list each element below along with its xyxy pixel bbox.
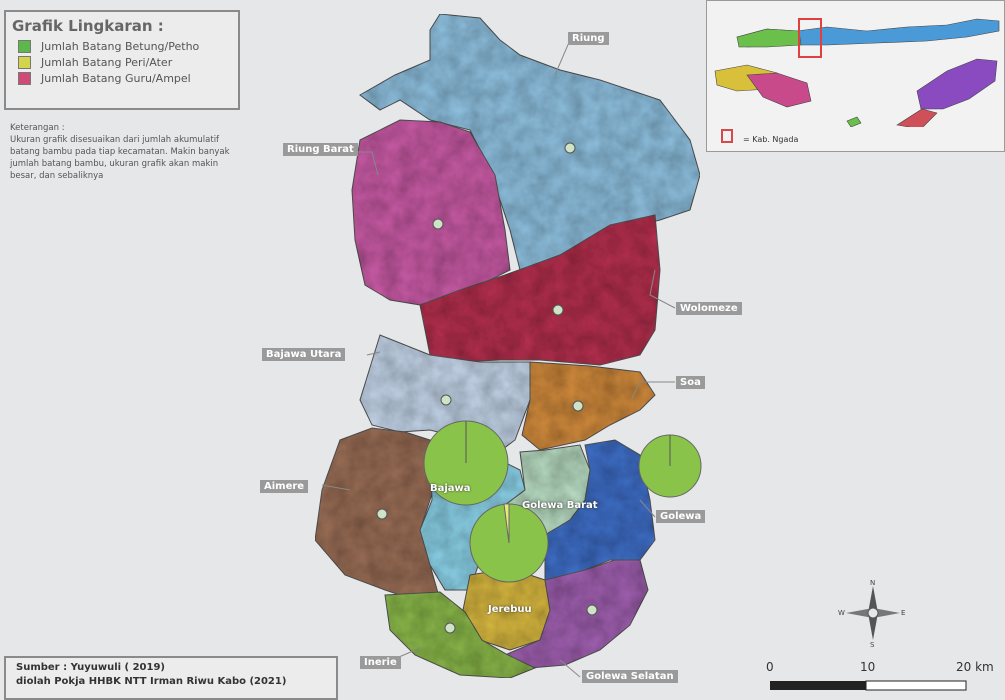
region-marker-golewa-selatan [586, 604, 598, 616]
label-golewa-selatan: Golewa Selatan [582, 670, 678, 683]
compass-center [867, 607, 879, 619]
legend-title: Grafik Lingkaran : [12, 17, 164, 35]
label-bajawa-utara: Bajawa Utara [262, 348, 346, 361]
inset-island-flores [736, 18, 1000, 48]
legend-swatch-peri [18, 56, 31, 69]
label-wolomeze: Wolomeze [676, 302, 742, 315]
pie-charts [423, 420, 702, 583]
legend-item-betung: Jumlah Batang Betung/Petho [18, 40, 232, 53]
legend-label-betung: Jumlah Batang Betung/Petho [41, 40, 200, 53]
note-text: Ukuran grafik disesuaikan dari jumlah ak… [10, 135, 230, 181]
label-soa: Soa [676, 376, 705, 389]
label-golewa: Golewa [656, 510, 706, 523]
note-title: Keterangan : [10, 123, 65, 133]
scale-tick-10: 10 [860, 660, 876, 674]
region-marker-soa [572, 400, 584, 412]
legend-label-peri: Jumlah Batang Peri/Ater [41, 56, 173, 69]
pie-bajawa [423, 420, 509, 506]
region-soa[interactable] [521, 361, 656, 451]
pie-jerebuu-peri [503, 503, 510, 544]
label-bajawa: Bajawa [430, 483, 471, 494]
label-aimere: Aimere [260, 480, 309, 493]
scale-tick-20: 20 km [956, 660, 994, 674]
inset-island-timor [916, 58, 998, 110]
legend-label-guru: Jumlah Batang Guru/Ampel [41, 72, 191, 85]
region-marker-bajawa-utara [440, 394, 452, 406]
legend-swatch-betung [18, 40, 31, 53]
region-golewa-selatan[interactable] [503, 559, 649, 669]
legend-swatch-guru [18, 72, 31, 85]
inset-island-timor-west [896, 108, 938, 130]
inset-island-sumba-east [746, 72, 812, 108]
compass-s: S [870, 641, 875, 648]
inset-map: = Kab. Ngada [706, 0, 1005, 152]
inset-island-small [846, 116, 862, 128]
source-line-2: diolah Pokja HHBK NTT Irman Riwu Kabo (2… [16, 676, 287, 687]
region-marker-riung-barat [432, 218, 444, 230]
compass-rose: N S E W [838, 579, 905, 648]
inset-legend-label: = Kab. Ngada [743, 135, 799, 144]
compass-n: N [870, 579, 875, 587]
region-inerie[interactable] [384, 591, 537, 679]
legend-item-guru: Jumlah Batang Guru/Ampel [18, 72, 232, 85]
inset-map-graphic [714, 18, 1000, 130]
note-panel: Keterangan : Ukuran grafik disesuaikan d… [10, 122, 242, 182]
region-marker-inerie [444, 622, 456, 634]
source-panel: Sumber : Yuyuwuli ( 2019) diolah Pokja H… [4, 656, 338, 700]
label-riung-barat: Riung Barat [283, 143, 358, 156]
source-line-1: Sumber : Yuyuwuli ( 2019) [16, 662, 165, 673]
scale-bar-light [865, 680, 967, 691]
pie-golewa [638, 434, 702, 498]
region-marker-riung [564, 142, 576, 154]
inset-legend-swatch [721, 129, 733, 143]
label-golewa-barat: Golewa Barat [522, 500, 598, 511]
pie-jerebuu [469, 503, 549, 583]
legend-panel: Grafik Lingkaran : Jumlah Batang Betung/… [4, 10, 240, 110]
label-riung: Riung [568, 32, 609, 45]
compass-w: W [838, 609, 845, 617]
region-marker-wolomeze [552, 304, 564, 316]
main-map [314, 13, 702, 679]
label-jerebuu: Jerebuu [488, 604, 532, 615]
label-inerie: Inerie [360, 656, 401, 669]
scale-bar-dark [770, 681, 866, 690]
inset-highlight-box [798, 18, 822, 58]
compass-e: E [901, 609, 905, 617]
legend-item-peri: Jumlah Batang Peri/Ater [18, 56, 232, 69]
region-marker-aimere [376, 508, 388, 520]
inset-island-flores-west [736, 28, 802, 48]
scale-bar [770, 680, 967, 691]
scale-tick-0: 0 [766, 660, 774, 674]
